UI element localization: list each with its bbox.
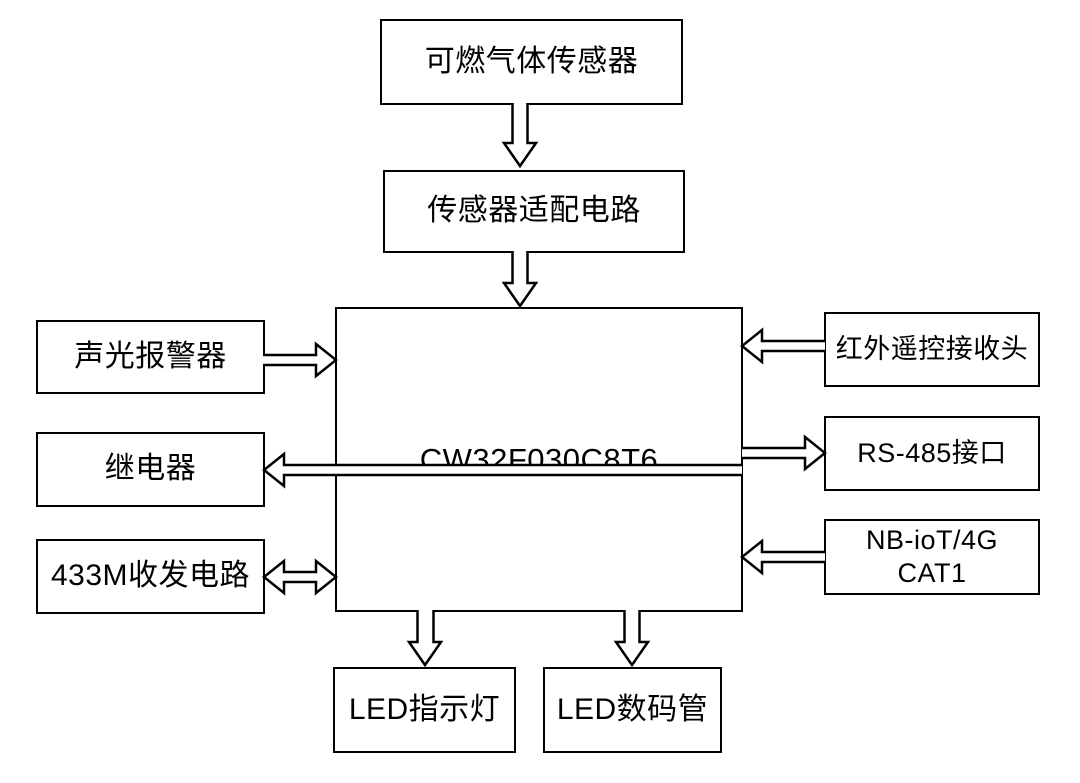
arrow-433m-mcu-bidirectional-icon	[261, 558, 339, 596]
block-433m-transceiver-label: 433M收发电路	[50, 559, 251, 593]
block-led-digit-display-label: LED数码管	[556, 692, 709, 726]
block-sensor-adapter-circuit: 传感器适配电路	[383, 170, 685, 253]
block-433m-transceiver: 433M收发电路	[36, 539, 265, 614]
block-led-indicator-label: LED指示灯	[348, 692, 501, 726]
block-rs485-interface: RS-485接口	[824, 416, 1040, 491]
arrow-mcu-to-rs485-icon	[742, 434, 828, 472]
block-rs485-interface-label: RS-485接口	[857, 437, 1007, 468]
arrow-nbiot-to-mcu-icon	[739, 538, 825, 576]
block-ir-remote-receiver-label: 红外遥控接收头	[835, 333, 1029, 364]
block-sensor-adapter-circuit-label: 传感器适配电路	[427, 194, 641, 228]
block-relay: 继电器	[36, 432, 265, 507]
block-gas-sensor: 可燃气体传感器	[380, 19, 683, 105]
arrow-ir-to-mcu-icon	[739, 327, 825, 365]
arrow-alarm-to-mcu-icon	[263, 341, 339, 379]
arrow-gas-sensor-to-adapter-icon	[501, 103, 539, 169]
block-sound-light-alarm-label: 声光报警器	[74, 339, 227, 373]
arrow-mcu-to-led-indicator-icon	[406, 610, 444, 668]
block-nbiot-label-line1: NB-ioT/4G	[865, 525, 999, 556]
block-nbiot-label-line2: CAT1	[897, 558, 967, 588]
arrow-mcu-to-led-display-icon	[613, 610, 651, 668]
block-ir-remote-receiver: 红外遥控接收头	[824, 312, 1040, 387]
block-gas-sensor-label: 可燃气体传感器	[424, 44, 639, 78]
block-led-digit-display: LED数码管	[543, 667, 722, 753]
block-led-indicator: LED指示灯	[333, 667, 516, 753]
block-mcu: CW32F030C8T6	[335, 307, 743, 612]
block-nbiot-4g-cat1: NB-ioT/4G CAT1	[824, 519, 1040, 595]
block-sound-light-alarm: 声光报警器	[36, 320, 265, 394]
block-relay-label: 继电器	[104, 452, 197, 486]
arrow-adapter-to-mcu-icon	[501, 251, 539, 309]
block-mcu-label: CW32F030C8T6	[419, 441, 659, 477]
